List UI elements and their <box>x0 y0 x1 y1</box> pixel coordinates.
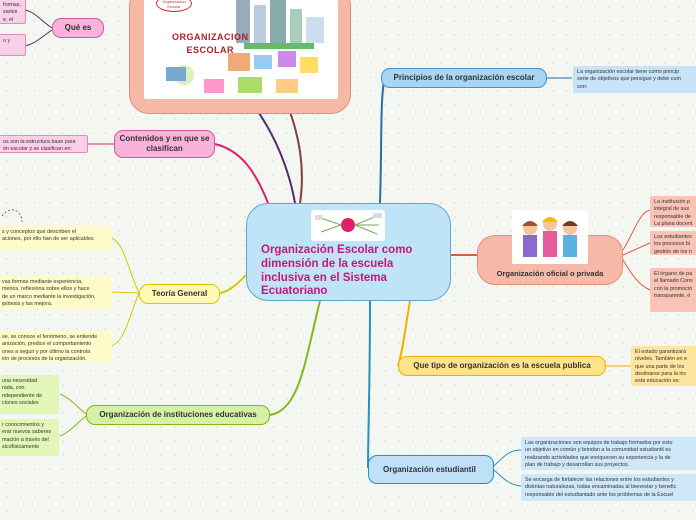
note-instituciones-1: una necesidad rada, con ndependiente de … <box>0 375 59 414</box>
note-contenidos: os son la estructura base para ón escola… <box>0 135 88 153</box>
note-teoria-2: vas formas mediante experiencia, menos, … <box>0 276 112 309</box>
note-estudiantil-1: Las organizaciones son equipos de trabaj… <box>521 437 696 470</box>
note-teoria-3: se, se conoce el fenómeno, se entiende a… <box>0 331 112 362</box>
branch-que-es[interactable]: Qué es <box>52 18 104 38</box>
central-topic[interactable]: Organización Escolar como dimensión de l… <box>246 203 451 301</box>
organization-illustration: Organización Escolar ORGANIZACION ESCOLA… <box>144 0 338 99</box>
central-title: Organización Escolar como dimensión de l… <box>261 244 413 298</box>
illustration-title: ORGANIZACION ESCOLAR <box>172 32 249 56</box>
image-card[interactable]: Organización Escolar ORGANIZACION ESCOLA… <box>129 0 351 114</box>
branch-oficial-privada[interactable]: Organización oficial o privada <box>477 210 623 285</box>
people-illustration <box>512 210 588 264</box>
note-que-es-1: formas, sarios e, el <box>0 0 26 24</box>
note-teoria-1: s y conceptos que describen el aciones, … <box>0 226 112 250</box>
note-oficial-3: El órgano de pa el llamado Cons con la p… <box>650 268 696 312</box>
branch-contenidos[interactable]: Contenidos y en que se clasifican <box>114 130 215 158</box>
note-instituciones-2: r conocimientos y erar nuevos saberes ma… <box>0 419 59 456</box>
note-tipo: El estado garantizará niveles. También e… <box>631 346 696 386</box>
branch-principios[interactable]: Principios de la organización escolar <box>381 68 547 88</box>
branch-organizacion-estudiantil[interactable]: Organización estudiantil <box>368 455 494 484</box>
note-oficial-2: Los estudiantes los procesos bi gestión … <box>650 231 696 255</box>
note-principios: La organización escolar tiene como princ… <box>573 66 696 93</box>
branch-teoria-general[interactable]: Teoría General <box>139 284 220 304</box>
branch-tipo-organizacion[interactable]: Que tipo de organización es la escuela p… <box>398 356 606 376</box>
note-oficial-1: La institución p integral de sus respons… <box>650 196 696 227</box>
note-que-es-2: o y <box>0 34 26 56</box>
note-estudiantil-2: Se encarga de fortalecer las relaciones … <box>521 474 696 501</box>
central-thumbnail <box>311 210 385 241</box>
branch-instituciones[interactable]: Organización de instituciones educativas <box>86 405 270 425</box>
branch-oficial-label: Organización oficial o privada <box>496 269 604 278</box>
